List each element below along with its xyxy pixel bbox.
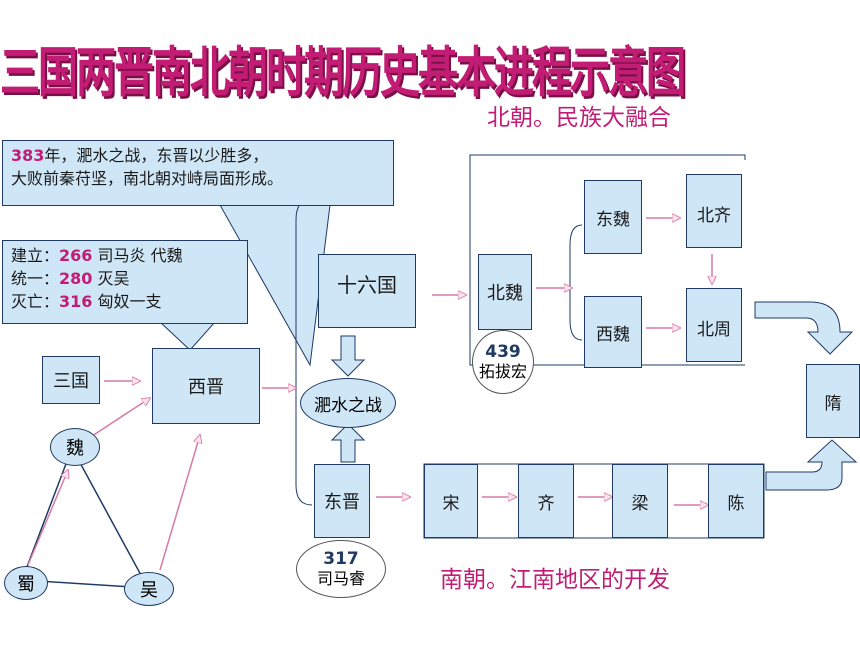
node-qi: 齐 [518,464,574,538]
node-wu: 吴 [124,572,174,606]
node-beizhou: 北周 [686,288,742,362]
three-kingdoms-triangle [20,446,150,589]
node-sanguo: 三国 [42,356,100,404]
feishui-callout: 383年，淝水之战，东晋以少胜多， 大败前秦苻坚，南北朝对峙局面形成。 [2,140,394,206]
up-arrow-to-feishui [330,423,366,463]
north-frame [469,154,746,366]
xijin-callout-tail [158,321,217,351]
node-beiwei: 北魏 [478,254,532,330]
node-xijin: 西晋 [152,348,260,424]
south-to-sui-arrow [765,439,858,491]
node-beiqi: 北齐 [686,174,742,248]
down-arrow-to-feishui [330,335,366,377]
node-dongwei: 东魏 [584,180,642,254]
wei-split-bracket [569,224,583,341]
node-shiliuguo: 十六国 [318,254,416,328]
node-wei: 魏 [50,428,100,466]
node-xiwei: 西魏 [584,296,642,368]
node-chen: 陈 [708,464,764,538]
south-caption: 南朝。江南地区的开发 [440,567,670,593]
north-to-sui-arrow [754,301,854,355]
node-dongjin: 东晋 [314,464,370,538]
node-feishui: 淝水之战 [300,378,396,428]
node-sui: 隋 [806,364,860,438]
node-liang: 梁 [612,464,668,538]
north-caption: 北朝。民族大融合 [487,105,671,131]
node-shu: 蜀 [4,566,48,600]
xijin-callout: 建立：266 司马炎 代魏 统一：280 灭吴 灭亡：316 匈奴一支 [2,240,248,324]
node-song: 宋 [424,464,478,538]
